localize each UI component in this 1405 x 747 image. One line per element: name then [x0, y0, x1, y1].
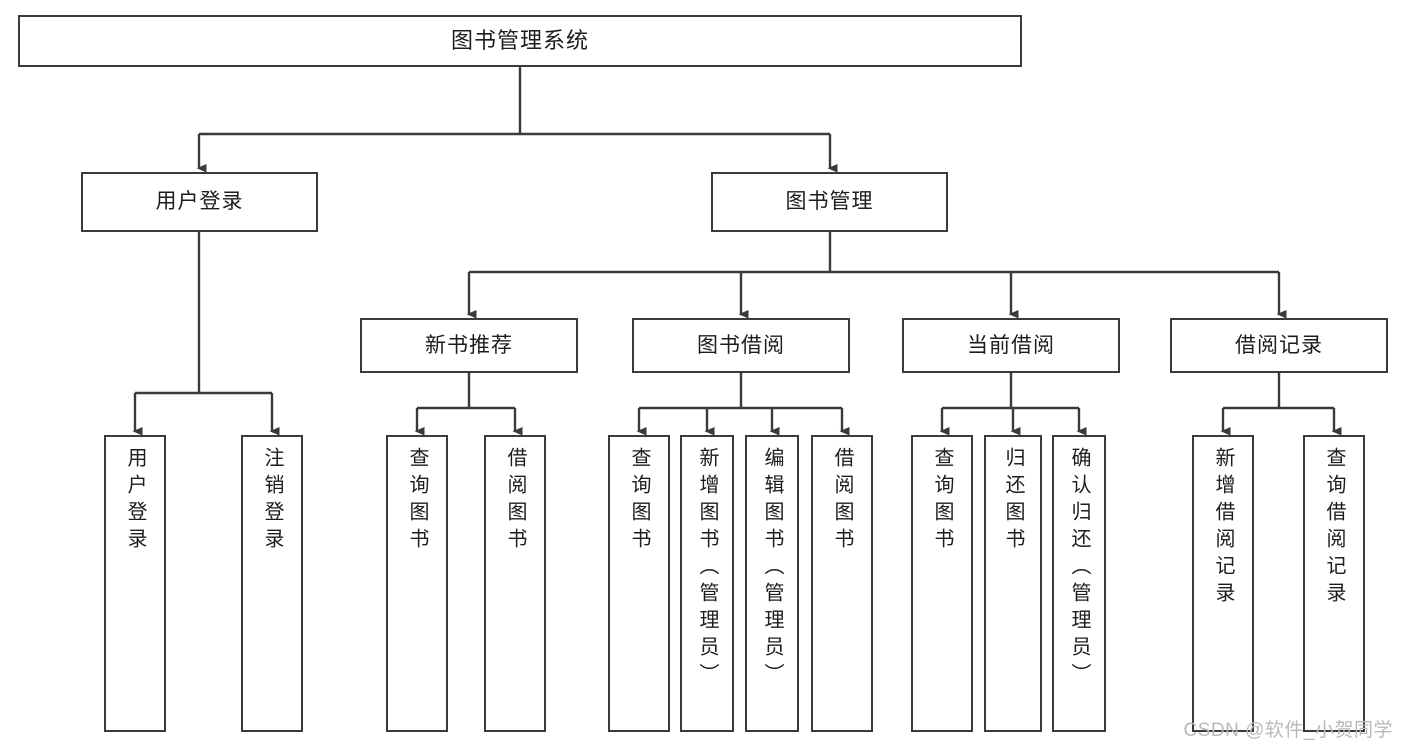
node-label: 归还图书: [1002, 447, 1024, 555]
node-label: 新增图书（管理员）: [696, 447, 718, 690]
node-book-manage[interactable]: 图书管理: [711, 172, 948, 232]
node-label: 注销登录: [261, 447, 283, 555]
node-label: 借阅图书: [504, 447, 526, 555]
node-leaf-borrow-book-2[interactable]: 借阅图书: [811, 435, 873, 732]
node-root-图书管理系统[interactable]: 图书管理系统: [18, 15, 1022, 67]
node-leaf-confirm-return[interactable]: 确认归还（管理员）: [1052, 435, 1106, 732]
node-new-book-recommend[interactable]: 新书推荐: [360, 318, 578, 373]
node-label: 新书推荐: [425, 333, 513, 357]
node-leaf-borrow-book-1[interactable]: 借阅图书: [484, 435, 546, 732]
node-label: 用户登录: [155, 190, 244, 214]
watermark: CSDN @软件_小贺同学: [1183, 720, 1393, 741]
node-label: 查询图书: [406, 447, 428, 555]
node-label: 当前借阅: [967, 333, 1055, 357]
node-leaf-query-book-3[interactable]: 查询图书: [911, 435, 973, 732]
node-label: 查询图书: [931, 447, 953, 555]
node-label: 图书管理: [785, 190, 874, 214]
node-label: 图书借阅: [697, 333, 785, 357]
node-leaf-user-login[interactable]: 用户登录: [104, 435, 166, 732]
node-leaf-query-book-1[interactable]: 查询图书: [386, 435, 448, 732]
node-leaf-query-book-2[interactable]: 查询图书: [608, 435, 670, 732]
node-label: 查询借阅记录: [1323, 447, 1345, 609]
node-borrow-record[interactable]: 借阅记录: [1170, 318, 1388, 373]
node-leaf-return-book[interactable]: 归还图书: [984, 435, 1042, 732]
node-leaf-edit-book[interactable]: 编辑图书（管理员）: [745, 435, 799, 732]
node-user-login[interactable]: 用户登录: [81, 172, 318, 232]
node-label: 新增借阅记录: [1212, 447, 1234, 609]
node-book-borrow[interactable]: 图书借阅: [632, 318, 850, 373]
node-label: 用户登录: [124, 447, 146, 555]
node-label: 借阅图书: [831, 447, 853, 555]
node-label: 借阅记录: [1235, 333, 1323, 357]
node-label: 图书管理系统: [450, 27, 589, 53]
node-label: 编辑图书（管理员）: [761, 447, 783, 690]
node-current-borrow[interactable]: 当前借阅: [902, 318, 1120, 373]
node-label: 查询图书: [628, 447, 650, 555]
node-leaf-logout[interactable]: 注销登录: [241, 435, 303, 732]
node-label: 确认归还（管理员）: [1068, 447, 1090, 690]
node-leaf-add-borrow-record[interactable]: 新增借阅记录: [1192, 435, 1254, 732]
node-leaf-add-book[interactable]: 新增图书（管理员）: [680, 435, 734, 732]
node-leaf-query-borrow-record[interactable]: 查询借阅记录: [1303, 435, 1365, 732]
